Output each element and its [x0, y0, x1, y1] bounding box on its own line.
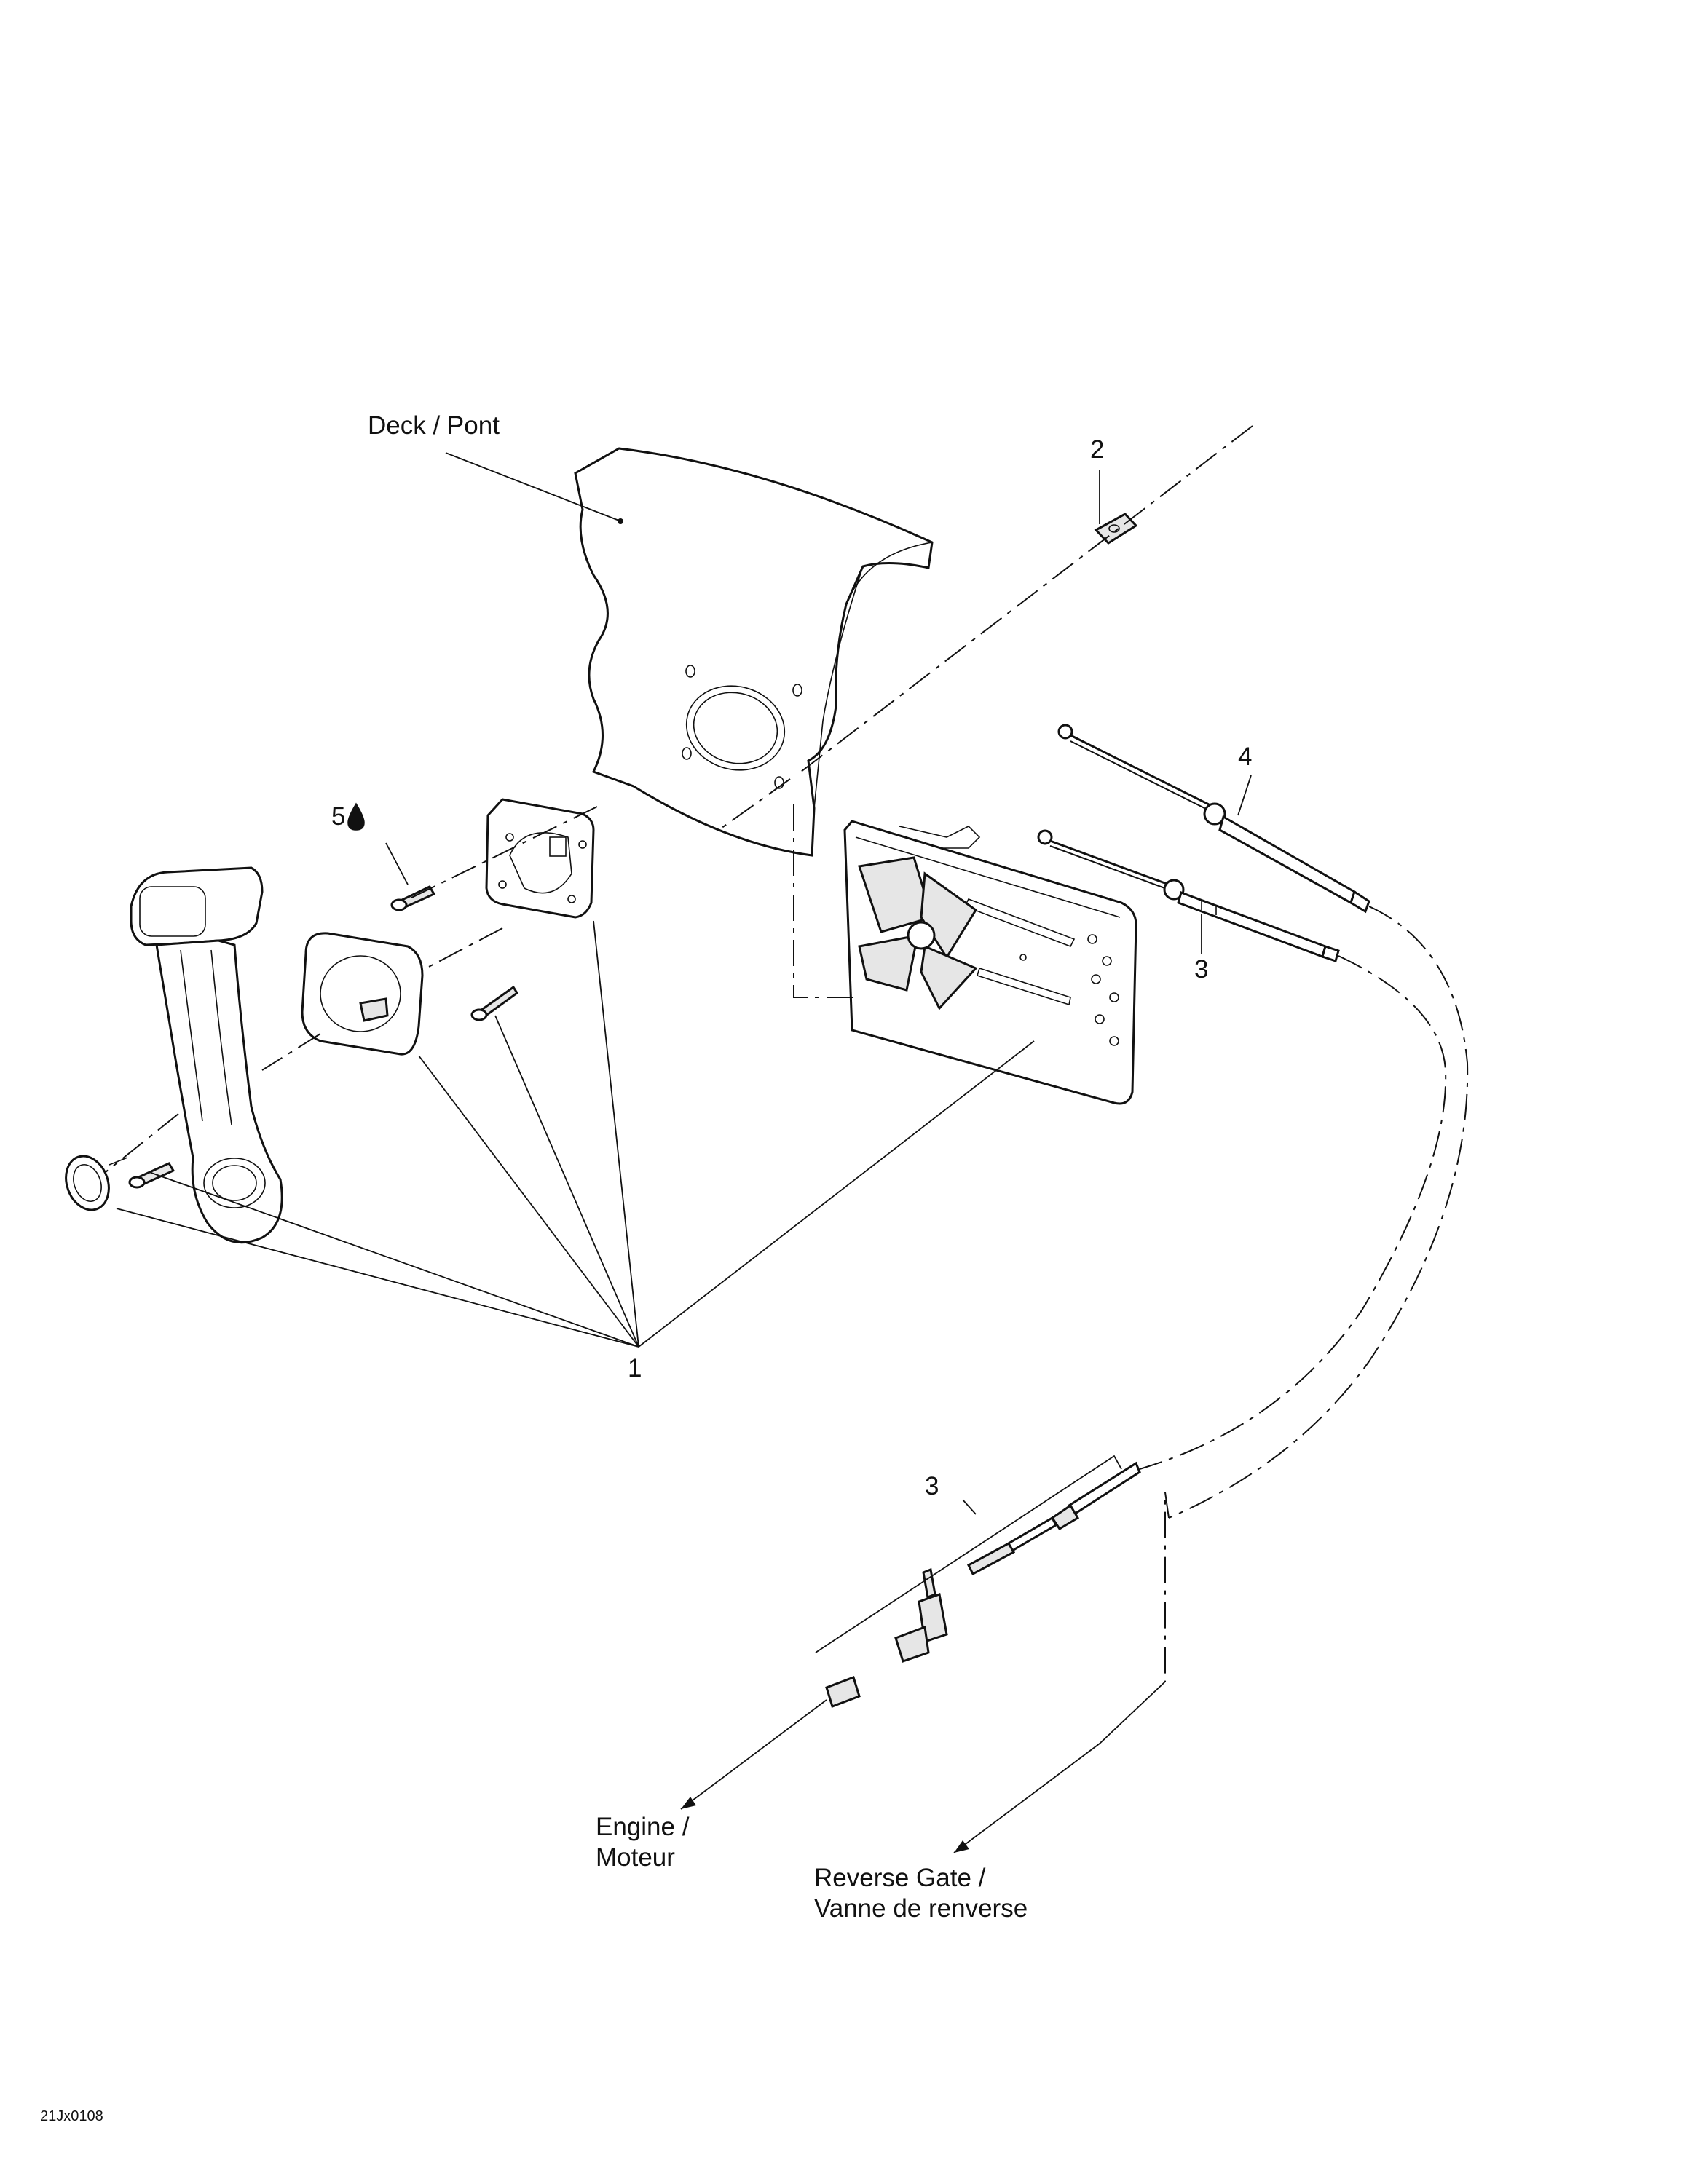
- control-handle: [130, 866, 283, 1244]
- centerlines: [105, 425, 1469, 1682]
- nut-part-2: [1094, 513, 1138, 545]
- sealant-drop-icon: [347, 802, 365, 831]
- callout-1: 1: [628, 1354, 642, 1382]
- engine-label-line2: Moteur: [596, 1843, 675, 1872]
- callout-4: 4: [1238, 743, 1253, 771]
- callout-3-upper: 3: [1194, 955, 1209, 984]
- control-mechanism: [843, 820, 1137, 1105]
- callout-2: 2: [1090, 435, 1105, 464]
- bezel-plate: [301, 932, 424, 1056]
- callout-5: 5: [331, 802, 346, 831]
- reverse-gate-label-line2: Vanne de renverse: [814, 1894, 1028, 1923]
- deck-label: Deck / Pont: [368, 411, 500, 440]
- cable-part-3-lower: [825, 1461, 1141, 1708]
- engine-label-line1: Engine /: [596, 1813, 690, 1841]
- callout-3-lower: 3: [925, 1472, 939, 1500]
- screw-upper: [390, 885, 436, 911]
- reverse-gate-label-line1: Reverse Gate /: [814, 1864, 986, 1892]
- leader-lines: [116, 452, 1252, 1853]
- deck-panel: [574, 447, 934, 857]
- ring-part: [65, 1155, 128, 1211]
- figure-code: 21Jx0108: [40, 2108, 103, 2124]
- screw-lower: [128, 1162, 175, 1189]
- screw-middle: [470, 985, 519, 1021]
- mounting-flange: [485, 798, 595, 919]
- cable-part-4: [1057, 724, 1370, 914]
- cable-part-3-upper: [1037, 829, 1340, 962]
